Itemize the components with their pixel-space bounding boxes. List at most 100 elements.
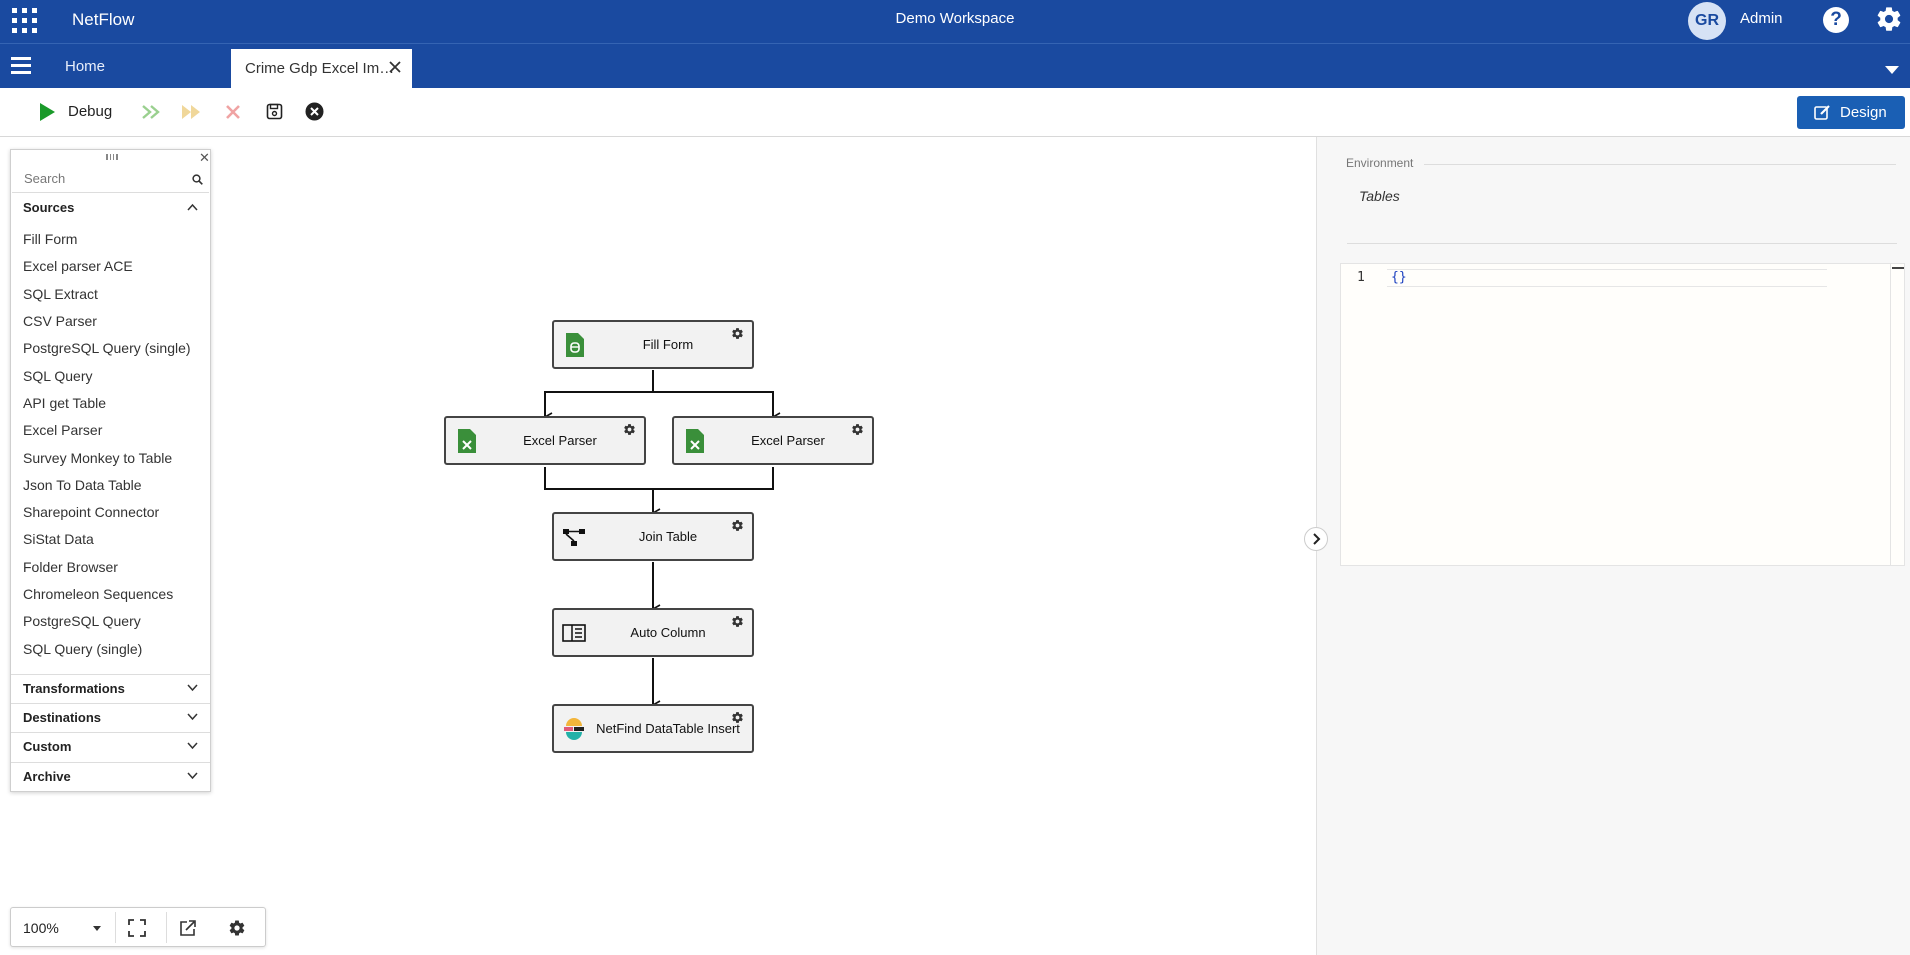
debug-button[interactable]: Debug bbox=[68, 103, 113, 120]
collapse-panel-button[interactable] bbox=[1304, 527, 1328, 551]
chevron-down-icon bbox=[187, 772, 198, 780]
step-forward-icon[interactable] bbox=[141, 104, 163, 120]
help-icon[interactable]: ? bbox=[1823, 7, 1849, 33]
node-palette: ✕ Sources Fill Form Excel parser ACE SQL… bbox=[10, 149, 211, 792]
section-archive[interactable]: Archive bbox=[11, 763, 210, 790]
node-netfind-insert[interactable]: NetFind DataTable Insert bbox=[552, 704, 754, 753]
node-excel-parser-2[interactable]: Excel Parser bbox=[672, 416, 874, 465]
environment-label: Environment bbox=[1346, 156, 1414, 170]
palette-item[interactable]: Excel parser ACE bbox=[23, 258, 133, 274]
palette-item[interactable]: Folder Browser bbox=[23, 559, 118, 575]
palette-item[interactable]: PostgreSQL Query (single) bbox=[23, 340, 191, 356]
node-label: NetFind DataTable Insert bbox=[596, 720, 740, 736]
zoom-toolbar: 100% bbox=[10, 907, 266, 947]
gear-icon[interactable] bbox=[731, 519, 744, 532]
palette-item[interactable]: CSV Parser bbox=[23, 313, 97, 329]
editor-content[interactable]: {} bbox=[1391, 270, 1407, 285]
export-icon[interactable] bbox=[179, 919, 197, 937]
tables-label[interactable]: Tables bbox=[1359, 188, 1400, 204]
palette-item[interactable]: Fill Form bbox=[23, 231, 78, 247]
stop-icon[interactable] bbox=[225, 104, 241, 120]
tab-active[interactable]: Crime Gdp Excel Im… bbox=[231, 49, 412, 89]
columns-icon bbox=[562, 624, 586, 642]
flow-connectors bbox=[543, 370, 781, 710]
section-label: Custom bbox=[23, 739, 72, 754]
palette-item[interactable]: API get Table bbox=[23, 395, 107, 411]
divider bbox=[11, 732, 210, 733]
play-icon[interactable] bbox=[38, 102, 56, 122]
node-label: Excel Parser bbox=[523, 432, 597, 448]
tab-active-label: Crime Gdp Excel Im… bbox=[245, 60, 395, 77]
node-excel-parser-1[interactable]: Excel Parser bbox=[444, 416, 646, 465]
node-label: Fill Form bbox=[642, 336, 694, 352]
section-label: Sources bbox=[23, 200, 75, 215]
scrollbar[interactable] bbox=[1890, 264, 1904, 565]
fast-forward-icon[interactable] bbox=[181, 104, 203, 120]
divider bbox=[11, 703, 210, 704]
workspace-title: Demo Workspace bbox=[895, 10, 1015, 27]
elastic-logo-icon bbox=[564, 718, 584, 740]
excel-file-icon bbox=[458, 429, 476, 453]
section-transformations[interactable]: Transformations bbox=[11, 675, 210, 702]
section-destinations[interactable]: Destinations bbox=[11, 704, 210, 731]
hamburger-icon[interactable] bbox=[11, 57, 31, 74]
cancel-icon[interactable] bbox=[305, 102, 324, 121]
gear-icon[interactable] bbox=[228, 919, 246, 937]
chevron-down-icon bbox=[187, 742, 198, 750]
palette-item[interactable]: Excel Parser bbox=[23, 422, 103, 438]
palette-item[interactable]: Chromeleon Sequences bbox=[23, 586, 174, 602]
gear-icon[interactable] bbox=[1875, 5, 1903, 33]
section-label: Destinations bbox=[23, 710, 102, 725]
chevron-down-icon bbox=[187, 684, 198, 692]
close-icon[interactable] bbox=[387, 59, 403, 75]
chevron-right-icon bbox=[1313, 533, 1321, 545]
edit-icon bbox=[1814, 105, 1830, 120]
form-icon bbox=[566, 333, 584, 357]
save-icon[interactable] bbox=[266, 103, 283, 120]
drag-handle-icon[interactable] bbox=[106, 154, 118, 160]
design-button[interactable]: Design bbox=[1797, 96, 1905, 129]
palette-item[interactable]: SQL Query bbox=[23, 368, 93, 384]
apps-grid-icon[interactable] bbox=[12, 8, 38, 34]
palette-item[interactable]: PostgreSQL Query bbox=[23, 613, 141, 629]
section-sources[interactable]: Sources bbox=[11, 194, 210, 221]
node-label: Excel Parser bbox=[751, 432, 825, 448]
user-name[interactable]: Admin bbox=[1740, 10, 1783, 27]
active-line bbox=[1387, 269, 1827, 287]
chevron-down-icon[interactable] bbox=[1885, 66, 1899, 74]
node-label: Join Table bbox=[638, 528, 698, 544]
gear-icon[interactable] bbox=[851, 423, 864, 436]
tab-bar: Home Crime Gdp Excel Im… bbox=[0, 43, 1910, 89]
zoom-select[interactable]: 100% bbox=[23, 920, 59, 936]
section-label: Archive bbox=[23, 769, 71, 784]
gear-icon[interactable] bbox=[623, 423, 636, 436]
palette-item[interactable]: Sharepoint Connector bbox=[23, 504, 160, 520]
line-number: 1 bbox=[1357, 270, 1365, 285]
close-icon[interactable]: ✕ bbox=[199, 150, 210, 165]
palette-item[interactable]: SQL Extract bbox=[23, 286, 98, 302]
app-brand[interactable]: NetFlow bbox=[72, 10, 135, 29]
divider bbox=[166, 912, 167, 943]
node-fill-form[interactable]: Fill Form bbox=[552, 320, 754, 369]
search-icon[interactable] bbox=[192, 174, 203, 185]
node-auto-column[interactable]: Auto Column bbox=[552, 608, 754, 657]
palette-item[interactable]: Survey Monkey to Table bbox=[23, 450, 173, 466]
palette-item[interactable]: SQL Query (single) bbox=[23, 641, 143, 657]
gear-icon[interactable] bbox=[731, 711, 744, 724]
section-custom[interactable]: Custom bbox=[11, 733, 210, 760]
search-input[interactable] bbox=[24, 171, 184, 186]
gear-icon[interactable] bbox=[731, 327, 744, 340]
tab-home[interactable]: Home bbox=[65, 58, 106, 75]
fullscreen-icon[interactable] bbox=[128, 919, 146, 937]
avatar[interactable]: GR bbox=[1688, 2, 1726, 40]
divider bbox=[1424, 164, 1896, 165]
code-editor[interactable]: 1 {} bbox=[1340, 263, 1905, 566]
gear-icon[interactable] bbox=[731, 615, 744, 628]
palette-item[interactable]: Json To Data Table bbox=[23, 477, 142, 493]
palette-search bbox=[12, 167, 209, 193]
chevron-down-icon[interactable] bbox=[93, 926, 101, 931]
node-join-table[interactable]: Join Table bbox=[552, 512, 754, 561]
palette-item[interactable]: SiStat Data bbox=[23, 531, 94, 547]
join-icon bbox=[563, 529, 585, 546]
section-label: Transformations bbox=[23, 681, 125, 696]
